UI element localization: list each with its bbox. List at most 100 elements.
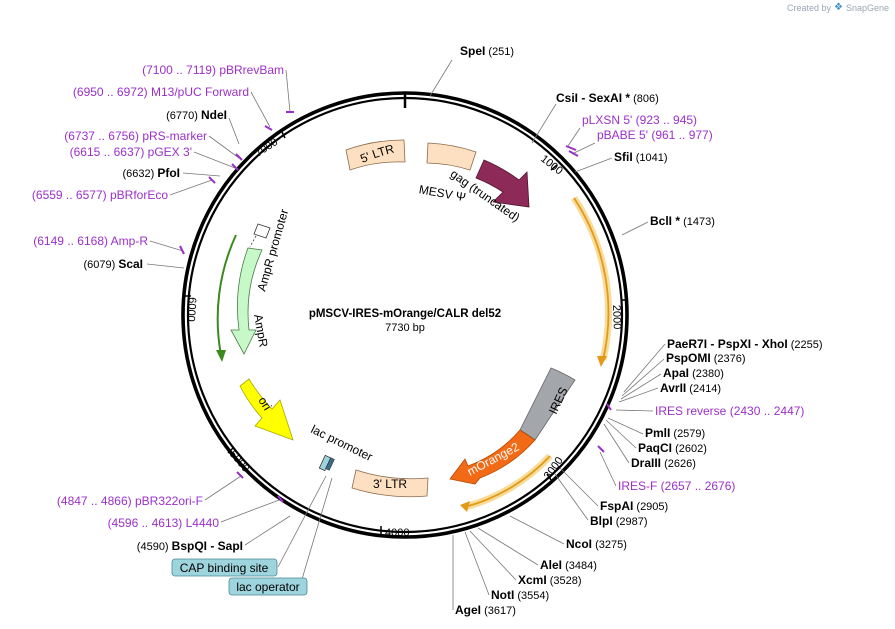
site-label[interactable]: SfiI (1041) [614,150,668,164]
primer-leader [285,69,291,113]
primer-label[interactable]: (4596 .. 4613) L4440 [108,516,220,530]
primer-name: Amp-R [111,234,149,248]
site-label[interactable]: (4590) BspQI - SapI [137,539,243,553]
site-name: PaqCI [638,441,672,455]
site-label[interactable]: AvrII (2414) [660,381,721,395]
site-label[interactable]: CsiI - SexAI * (806) [556,91,659,105]
site-label[interactable]: PaeR7I - PspXI - XhoI (2255) [667,337,823,351]
feature-5ltr-left[interactable] [345,139,406,171]
feature-mesv-psi[interactable] [426,142,477,171]
primer-leader [599,451,617,487]
site-position: (251) [485,46,514,58]
site-label[interactable]: AgeI (3617) [455,603,516,617]
primer-label[interactable]: pBABE 5' (961 .. 977) [597,128,713,142]
plasmid-name: pMSCV-IRES-mOrange/CALR del52 [309,308,501,320]
site-label[interactable]: SpeI (251) [460,44,514,58]
site-name: ScaI [118,257,143,271]
primer-label[interactable]: (7100 .. 7119) pBRrevBam [142,63,284,77]
primer-mark [568,150,579,157]
tick-mark [281,131,286,139]
site-label[interactable]: PaqCI (2602) [638,441,707,455]
restriction-site-labels: SpeI (251) CsiI - SexAI * (806) SfiI (1041… [83,44,822,617]
site-label[interactable]: PspOMI (2376) [666,351,746,365]
site-name: PmlI [645,426,670,440]
primer-label[interactable]: (6149 .. 6168) Amp-R [33,234,148,248]
primer-range: (6615 .. 6637) [70,145,148,159]
primer-label[interactable]: (6559 .. 6577) pBRforEco [32,188,168,202]
site-leader [146,263,185,269]
site-label[interactable]: (6079) ScaI [83,257,143,271]
primer-mark [264,125,273,131]
site-position: (2579) [670,428,705,440]
site-leader [509,515,565,545]
features [216,139,612,512]
cap-binding-site-box[interactable] [171,558,278,577]
site-position: (3528) [547,575,582,587]
primer-mark [235,153,243,161]
site-label[interactable]: (6632) PfoI [122,166,180,180]
primer-labels: pLXSN 5' (923 .. 945)pBABE 5' (961 .. 97… [32,63,805,530]
site-label[interactable]: BclI * (1473) [650,214,715,228]
site-name: PaeR7I - PspXI - XhoI [667,337,788,351]
site-leader [464,531,490,596]
site-position: (6632) [122,168,157,180]
primer-leader [571,142,596,155]
site-label[interactable]: AleI (3484) [540,558,597,572]
site-label[interactable]: NotI (3554) [491,588,549,602]
primer-label[interactable]: IRES-F (2657 .. 2676) [618,479,735,493]
site-label[interactable]: DraIII (2626) [631,456,696,470]
primer-label[interactable]: pLXSN 5' (923 .. 945) [582,113,697,127]
primer-label[interactable]: IRES reverse (2430 .. 2447) [655,404,804,418]
primer-range: (4847 .. 4866) [57,494,135,508]
primer-label[interactable]: (6950 .. 6972) M13/pUC Forward [73,85,249,99]
feature-3ltr[interactable] [351,469,429,498]
primer-label[interactable]: (6737 .. 6756) pRS-marker [64,129,207,143]
site-name: AvrII [660,381,686,395]
site-label[interactable]: XcmI (3528) [518,573,582,587]
feature-ires[interactable] [519,367,576,441]
feature-ampr-promoter[interactable] [253,223,271,239]
site-leader [469,530,517,581]
site-position: (3554) [514,590,549,602]
feature-ampr[interactable] [230,247,263,355]
primer-range: (6950 .. 6972) [73,85,151,99]
primer-label[interactable]: (6615 .. 6637) pGEX 3' [70,145,192,159]
feature-gag-truncated[interactable] [475,159,530,208]
site-leader [620,373,662,400]
primer-label[interactable]: (4847 .. 4866) pBR322ori-F [57,494,203,508]
site-label[interactable]: NcoI (3275) [566,537,627,551]
primer-range: (2430 .. 2447) [726,404,804,418]
label-lac-promoter: lac promoter [309,422,375,464]
tick-mark [546,473,552,481]
site-name: BlpI [590,514,613,528]
site-position: (2626) [661,458,696,470]
snapgene-logo-icon: ❖ [833,2,843,13]
primer-mark [208,176,216,184]
site-position: (4590) [137,541,172,553]
site-position: (3617) [481,605,516,617]
site-label[interactable]: PmlI (2579) [645,426,705,440]
site-name: NcoI [566,537,592,551]
site-name: PspOMI [666,351,711,365]
primer-name: IRES-F [618,479,657,493]
lac-operator-leader [299,477,333,587]
site-leader-lines [146,59,666,610]
site-name: ApaI [663,366,689,380]
feature-ori[interactable] [239,378,294,441]
feature-arc-orange [573,197,610,361]
site-label[interactable]: ApaI (2380) [663,366,724,380]
lac-operator-box[interactable] [228,577,308,596]
site-position: (2255) [788,339,823,351]
feature-morange2[interactable] [449,429,536,485]
plasmid-length: 7730 bp [385,322,425,334]
primer-name: pRS-marker [142,129,207,143]
site-label[interactable]: FspAI (2905) [600,499,668,513]
site-label[interactable]: (6770) NdeI [166,108,227,122]
primer-name: pBRrevBam [219,63,284,77]
tick-mark [227,447,234,454]
site-name: NdeI [201,108,227,122]
site-name: CsiI - SexAI * [556,91,630,105]
cap-leader [277,475,327,568]
cap-binding-site-label: CAP binding site [180,561,269,575]
site-label[interactable]: BlpI (2987) [590,514,648,528]
